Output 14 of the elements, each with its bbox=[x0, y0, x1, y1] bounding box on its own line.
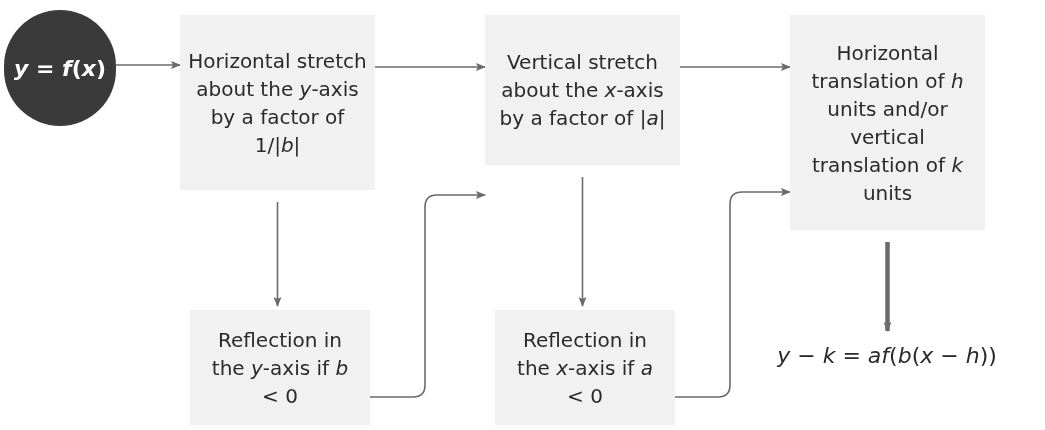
process-box: Horizontal stretch about the y-axis by a factor of 1/|b| bbox=[180, 15, 375, 190]
process-box: Reflection in the y-axis if b < 0 bbox=[190, 310, 370, 425]
arrow bbox=[369, 191, 486, 398]
equation-text: y − k = af(b(x − h)) bbox=[752, 335, 1022, 375]
arrow bbox=[374, 63, 486, 71]
process-box: Reflection in the x-axis if a < 0 bbox=[495, 310, 675, 425]
arrow bbox=[679, 63, 791, 71]
arrow bbox=[115, 61, 181, 69]
process-box: Vertical stretch about the x-axis by a factor of |a| bbox=[485, 15, 680, 165]
process-box: Horizontal translation of h units and/or vertical translation of k units bbox=[790, 15, 985, 230]
arrow bbox=[273, 201, 282, 307]
arrow bbox=[674, 188, 791, 398]
arrow bbox=[578, 176, 587, 307]
arrow bbox=[883, 242, 892, 332]
